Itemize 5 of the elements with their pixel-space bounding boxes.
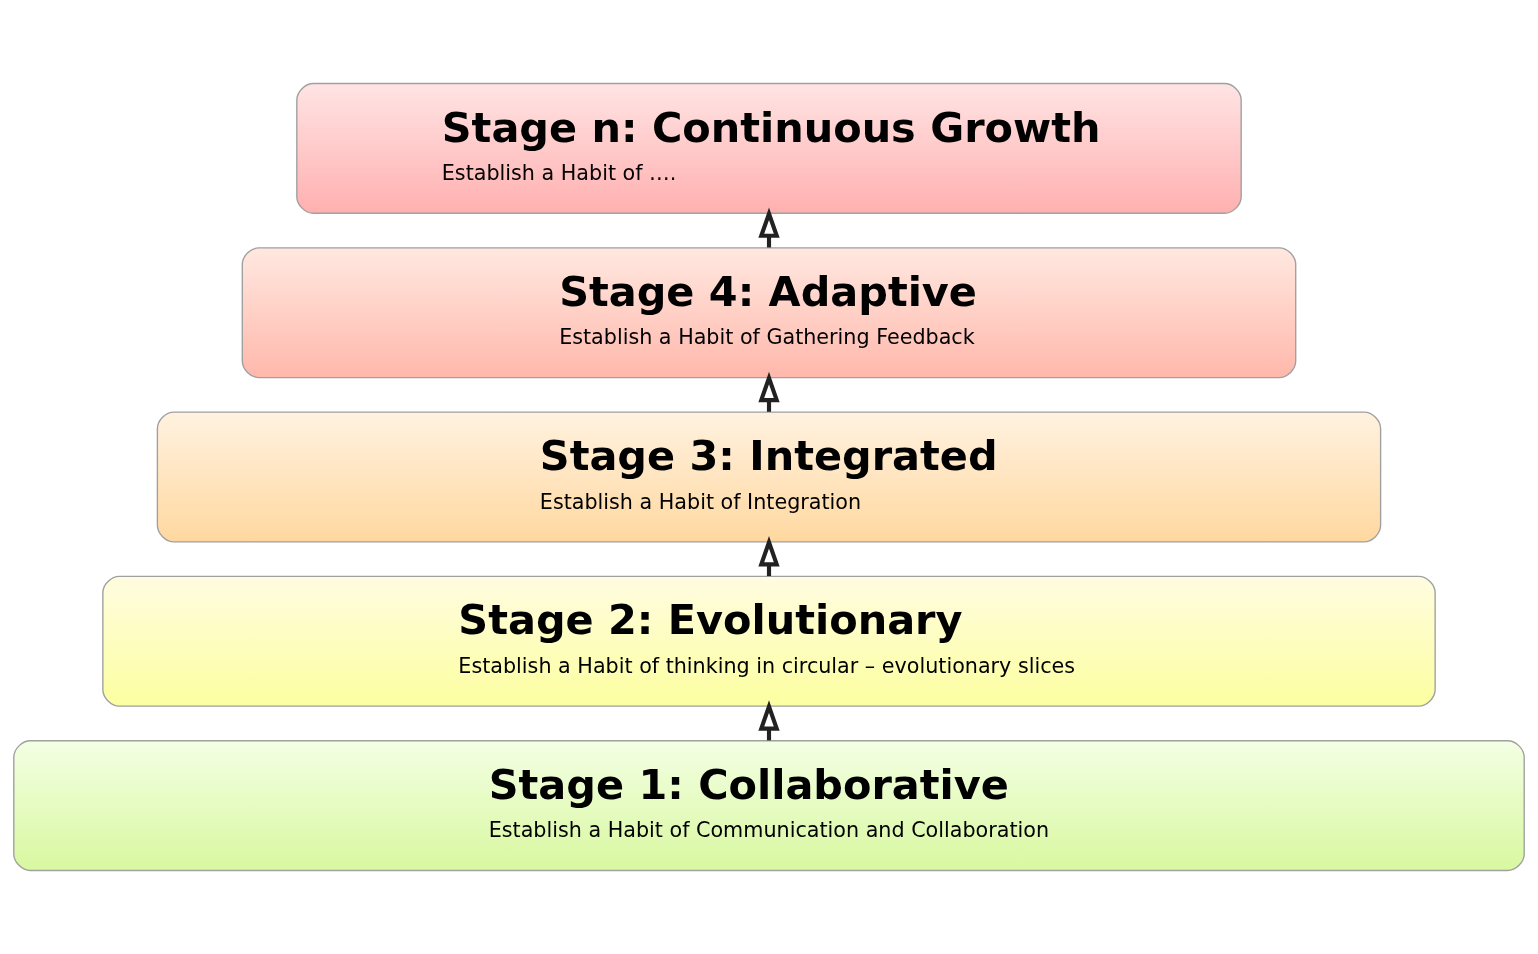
node-box: Stage 2: Evolutionary Establish a Habit of thinking in circular – evolutionary slices	[102, 575, 1436, 707]
node-box: Stage 4: Adaptive Establish a Habit of Gathering Feedback	[241, 247, 1297, 379]
node-box: Stage 3: Integrated Establish a Habit of Integration	[156, 411, 1382, 543]
node-box: Stage 1: Collaborative Establish a Habit of Communication and Collaboration	[13, 740, 1525, 872]
node-box: Stage n: Continuous Growth Establish a Habit of ….	[296, 82, 1242, 214]
